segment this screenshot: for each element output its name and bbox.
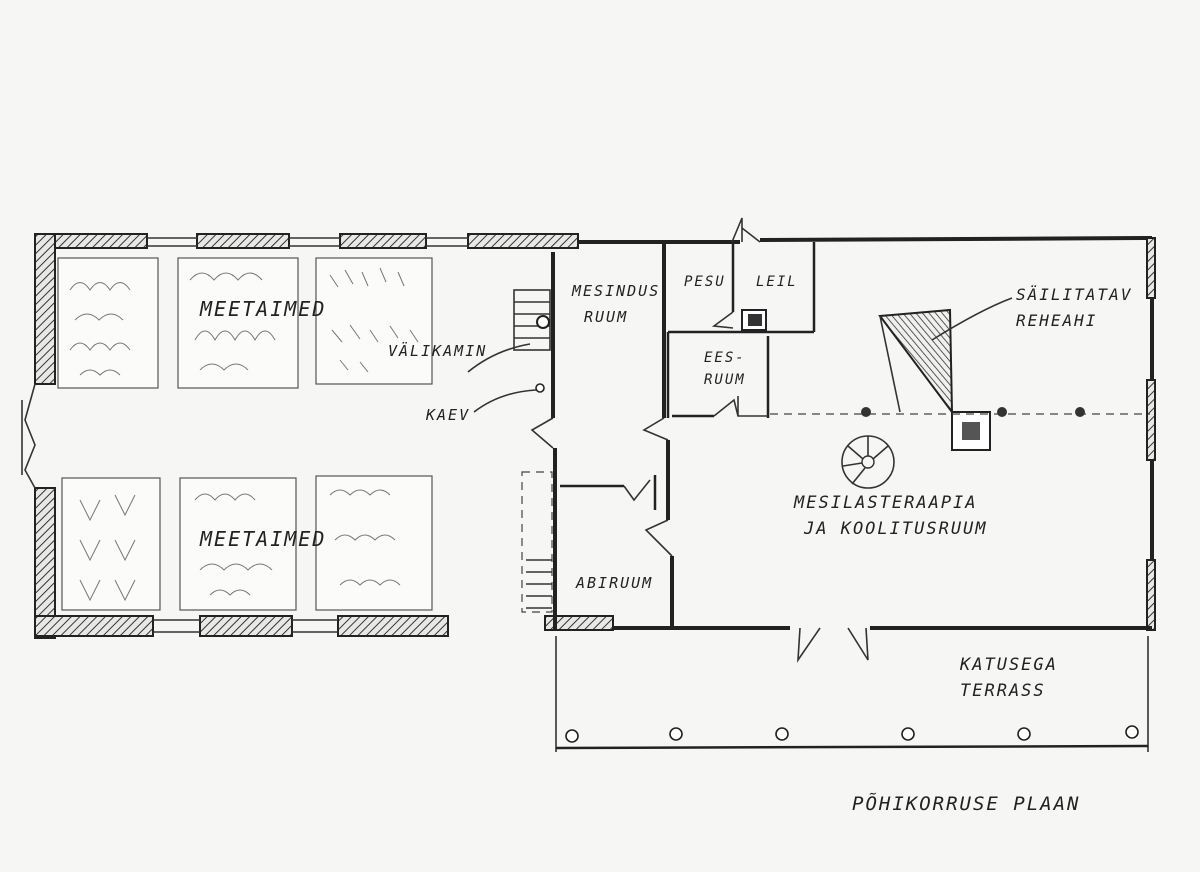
- label-meetaimed-bottom: MEETAIMED: [199, 527, 326, 551]
- beam-line: [770, 407, 1150, 417]
- label-sailitatav-2: REHEAHI: [1016, 311, 1097, 330]
- label-valikamin: VÄLIKAMIN: [388, 341, 487, 360]
- label-mesindus-2: RUUM: [584, 308, 628, 326]
- preserved-oven: [878, 297, 1013, 451]
- plan-title: PÕHIKORRUSE PLAAN: [852, 792, 1080, 815]
- label-sailitatav-1: SÄILITATAV: [1016, 285, 1132, 304]
- label-katusega-1: KATUSEGA: [959, 655, 1058, 675]
- label-leil: LEIL: [756, 274, 798, 290]
- planting-beds: [57, 257, 433, 611]
- main-building-walls: [530, 217, 1156, 663]
- stairs: [513, 289, 553, 613]
- room-labels: MEETAIMED MEETAIMED VÄLIKAMIN KAEV MESIN…: [199, 274, 1132, 815]
- label-katusega-2: TERRASS: [960, 681, 1046, 701]
- label-eesruum-1: EES-: [704, 350, 746, 366]
- label-kaev: KAEV: [425, 406, 470, 424]
- terrace: [555, 636, 1149, 752]
- well-marker: [467, 343, 545, 413]
- label-mesindus-1: MESINDUS: [571, 282, 660, 300]
- label-abiruum: ABIRUUM: [575, 574, 653, 592]
- label-pesu: PESU: [684, 274, 726, 290]
- label-eesruum-2: RUUM: [704, 372, 746, 388]
- spiral-stair: [841, 435, 895, 489]
- label-meetaimed-top: MEETAIMED: [199, 297, 326, 321]
- label-mesilasteraapia-1: MESILASTERAAPIA: [793, 493, 978, 513]
- label-mesilasteraapia-2: JA KOOLITUSRUUM: [803, 519, 988, 539]
